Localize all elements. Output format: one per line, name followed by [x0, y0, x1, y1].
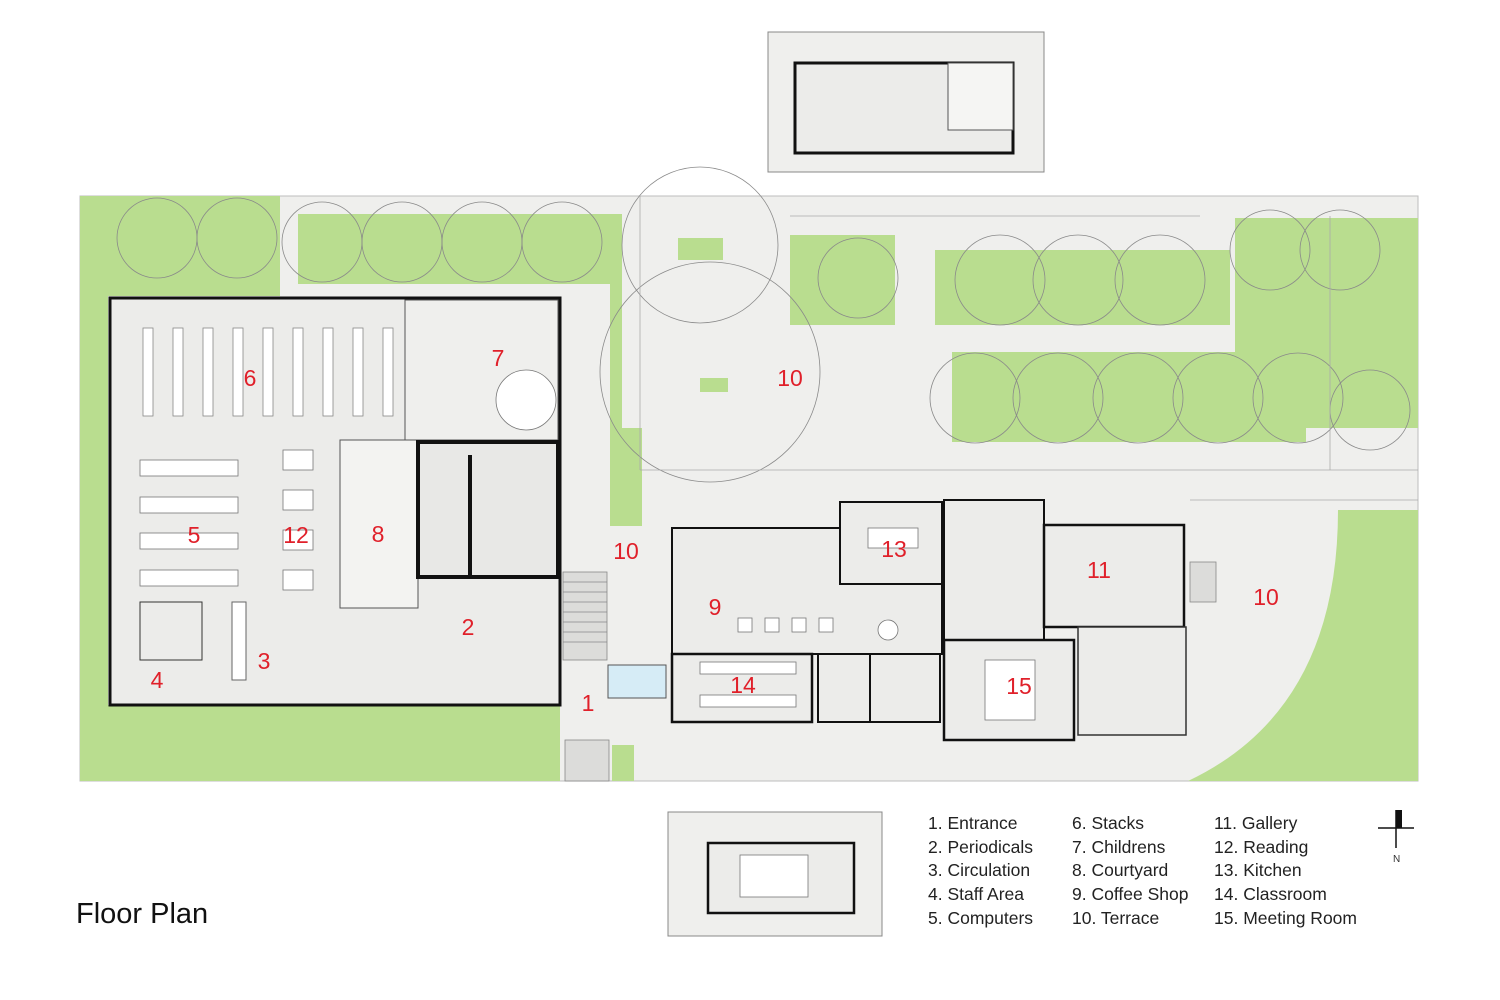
lawn-se	[1188, 510, 1418, 781]
page-title: Floor Plan	[76, 898, 209, 930]
staff-desk	[139, 601, 203, 661]
room-label-13: 13	[881, 536, 907, 562]
room-label-15: 15	[1006, 673, 1032, 699]
classroom-inset	[667, 811, 883, 937]
classroom-tables	[699, 661, 797, 708]
lawn-patch-2	[700, 378, 728, 392]
legend-item: 12. Reading	[1214, 836, 1309, 857]
legend-item: 11. Gallery	[1214, 813, 1298, 833]
legend-item: 8. Courtyard	[1072, 860, 1169, 881]
paving-lines	[639, 196, 1418, 501]
terrace-stair-east	[1189, 561, 1217, 603]
circulation-counter	[231, 601, 247, 681]
room-label-2: 2	[462, 614, 475, 640]
legend-item: 10. Terrace	[1072, 907, 1160, 928]
service-room-b	[869, 653, 941, 723]
tree-canopies	[116, 166, 1411, 483]
room-label-7: 7	[492, 345, 505, 371]
north-label: N	[1393, 854, 1400, 865]
lawn-west	[80, 196, 560, 781]
upper-floor-inset	[767, 31, 1045, 173]
legend-item: 6. Stacks	[1072, 813, 1144, 833]
legend-item: 14. Classroom	[1214, 884, 1327, 905]
room-label-11: 11	[1087, 557, 1111, 583]
lawn-ne-4	[952, 352, 1306, 442]
childrens-reading-circle	[495, 369, 557, 431]
computer-tables	[139, 459, 239, 587]
lawn-east-south	[612, 745, 634, 781]
east-wing	[670, 499, 1187, 742]
room-label-5: 5	[188, 522, 201, 548]
entrance-stair	[562, 571, 610, 782]
room-labels: 1 2 3 4 5 6 7 8 9 10 10 10 11 12 13 14 1…	[151, 345, 1279, 716]
meeting-table	[984, 659, 1036, 721]
gallery-annex	[1077, 626, 1187, 736]
room-label-9: 9	[709, 594, 722, 620]
coffee-tables	[737, 617, 899, 641]
legend-item: 5. Computers	[928, 907, 1034, 928]
lawn-ne-2	[935, 250, 1230, 325]
room-label-1: 1	[582, 690, 595, 716]
legend-column-3: 11. Gallery 12. Reading 13. Kitchen 14. …	[1214, 812, 1357, 931]
legend-column-2: 6. Stacks 7. Childrens 8. Courtyard 9. C…	[1072, 812, 1188, 931]
room-label-6: 6	[244, 365, 257, 391]
gallery-room	[1042, 523, 1186, 629]
legend-column-1: 1. Entrance 2. Periodicals 3. Circulatio…	[928, 812, 1033, 931]
legend-item: 1. Entrance	[928, 813, 1018, 833]
restroom-core	[416, 440, 560, 579]
legend-item: 2. Periodicals	[928, 836, 1034, 857]
stacks-shelving	[142, 327, 394, 417]
courtyard-room	[339, 439, 419, 609]
room-label-3: 3	[258, 648, 271, 674]
lawn-stair-strip	[610, 428, 642, 526]
legend-item: 3. Circulation	[928, 860, 1031, 881]
legend-item: 9. Coffee Shop	[1072, 884, 1189, 905]
lawn-areas	[80, 196, 1418, 781]
room-label-10-center: 10	[613, 538, 639, 564]
room-label-8: 8	[372, 521, 385, 547]
lounge-room	[943, 499, 1045, 641]
kitchen-island	[867, 527, 919, 549]
room-label-14: 14	[730, 672, 756, 698]
service-room-a	[817, 653, 871, 723]
north-arrow-icon: N	[1378, 810, 1414, 865]
legend-item: 13. Kitchen	[1214, 860, 1302, 881]
legend-item: 7. Childrens	[1072, 836, 1166, 857]
legend-item: 15. Meeting Room	[1214, 907, 1357, 928]
room-label-12: 12	[283, 522, 309, 548]
reading-tables	[282, 449, 314, 591]
legend-item: 4. Staff Area	[928, 884, 1024, 905]
room-label-4: 4	[151, 667, 164, 693]
reflecting-pool	[607, 664, 667, 699]
room-label-10-north: 10	[777, 365, 803, 391]
room-label-10-east: 10	[1253, 584, 1279, 610]
lawn-patch-1	[678, 238, 723, 260]
lawn-north-strip	[298, 214, 622, 440]
lawn-ne-1	[790, 235, 895, 325]
